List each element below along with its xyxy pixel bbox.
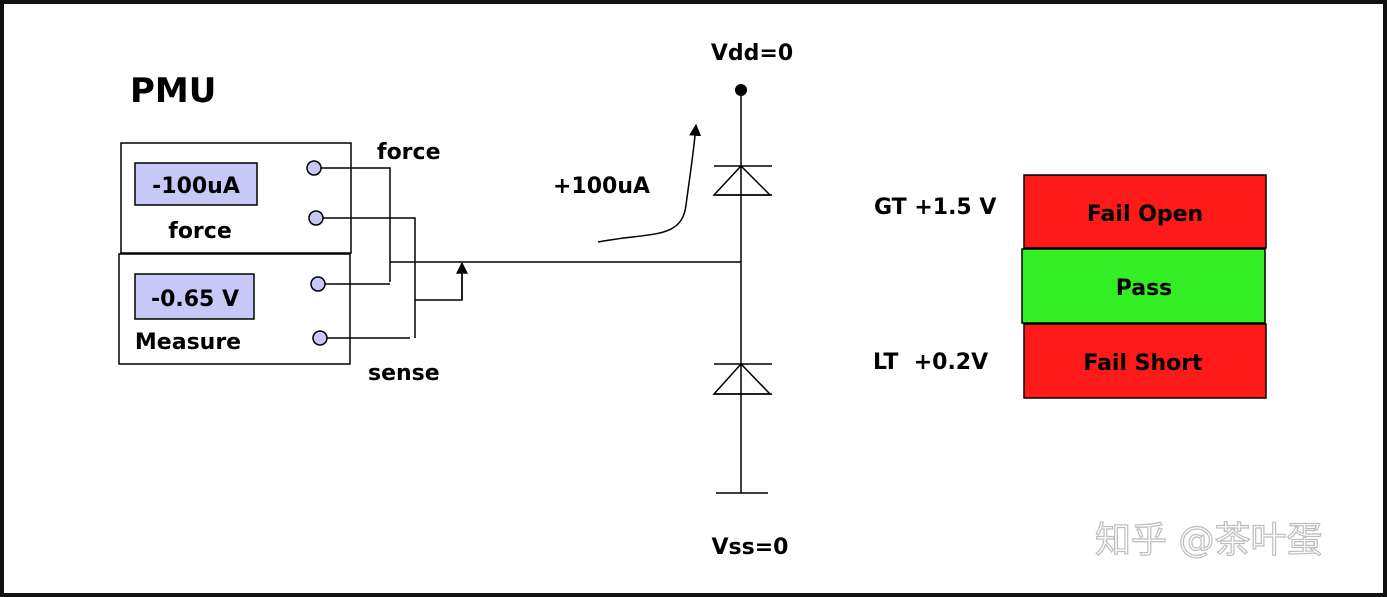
current-label: +100uA [553, 174, 650, 199]
sense-hi-terminal [310, 276, 326, 292]
pass-band [1021, 248, 1266, 324]
force-unit-label: force [168, 219, 232, 244]
fail-short-band [1023, 323, 1267, 399]
pass-label: Pass [1116, 276, 1173, 301]
force-display-value: -100uA [152, 174, 240, 199]
measure-unit-label: Measure [135, 330, 241, 355]
watermark: 知乎 @茶叶蛋 [1095, 520, 1322, 561]
sense-line-label: sense [368, 361, 440, 386]
vdd-label: Vdd=0 [711, 41, 793, 66]
measure-display-value: -0.65 V [151, 287, 239, 312]
force-hi-terminal [306, 160, 322, 176]
force-lo-terminal [308, 210, 324, 226]
gt-threshold-label: GT +1.5 V [874, 195, 996, 220]
current-flow-arrow [597, 123, 702, 243]
pmu-title: PMU [130, 71, 216, 111]
lower-diode [712, 362, 772, 395]
fail-short-label: Fail Short [1083, 351, 1203, 376]
pmu-wiring [321, 167, 741, 339]
force-line-label: force [377, 140, 441, 165]
fail-open-label: Fail Open [1087, 202, 1203, 227]
upper-diode [712, 164, 772, 196]
vss-label: Vss=0 [712, 535, 789, 560]
sense-lo-terminal [312, 330, 328, 346]
lt-threshold-label: LT +0.2V [873, 350, 988, 375]
fail-open-band [1023, 174, 1267, 249]
measure-display [134, 273, 255, 320]
force-display [134, 162, 258, 206]
